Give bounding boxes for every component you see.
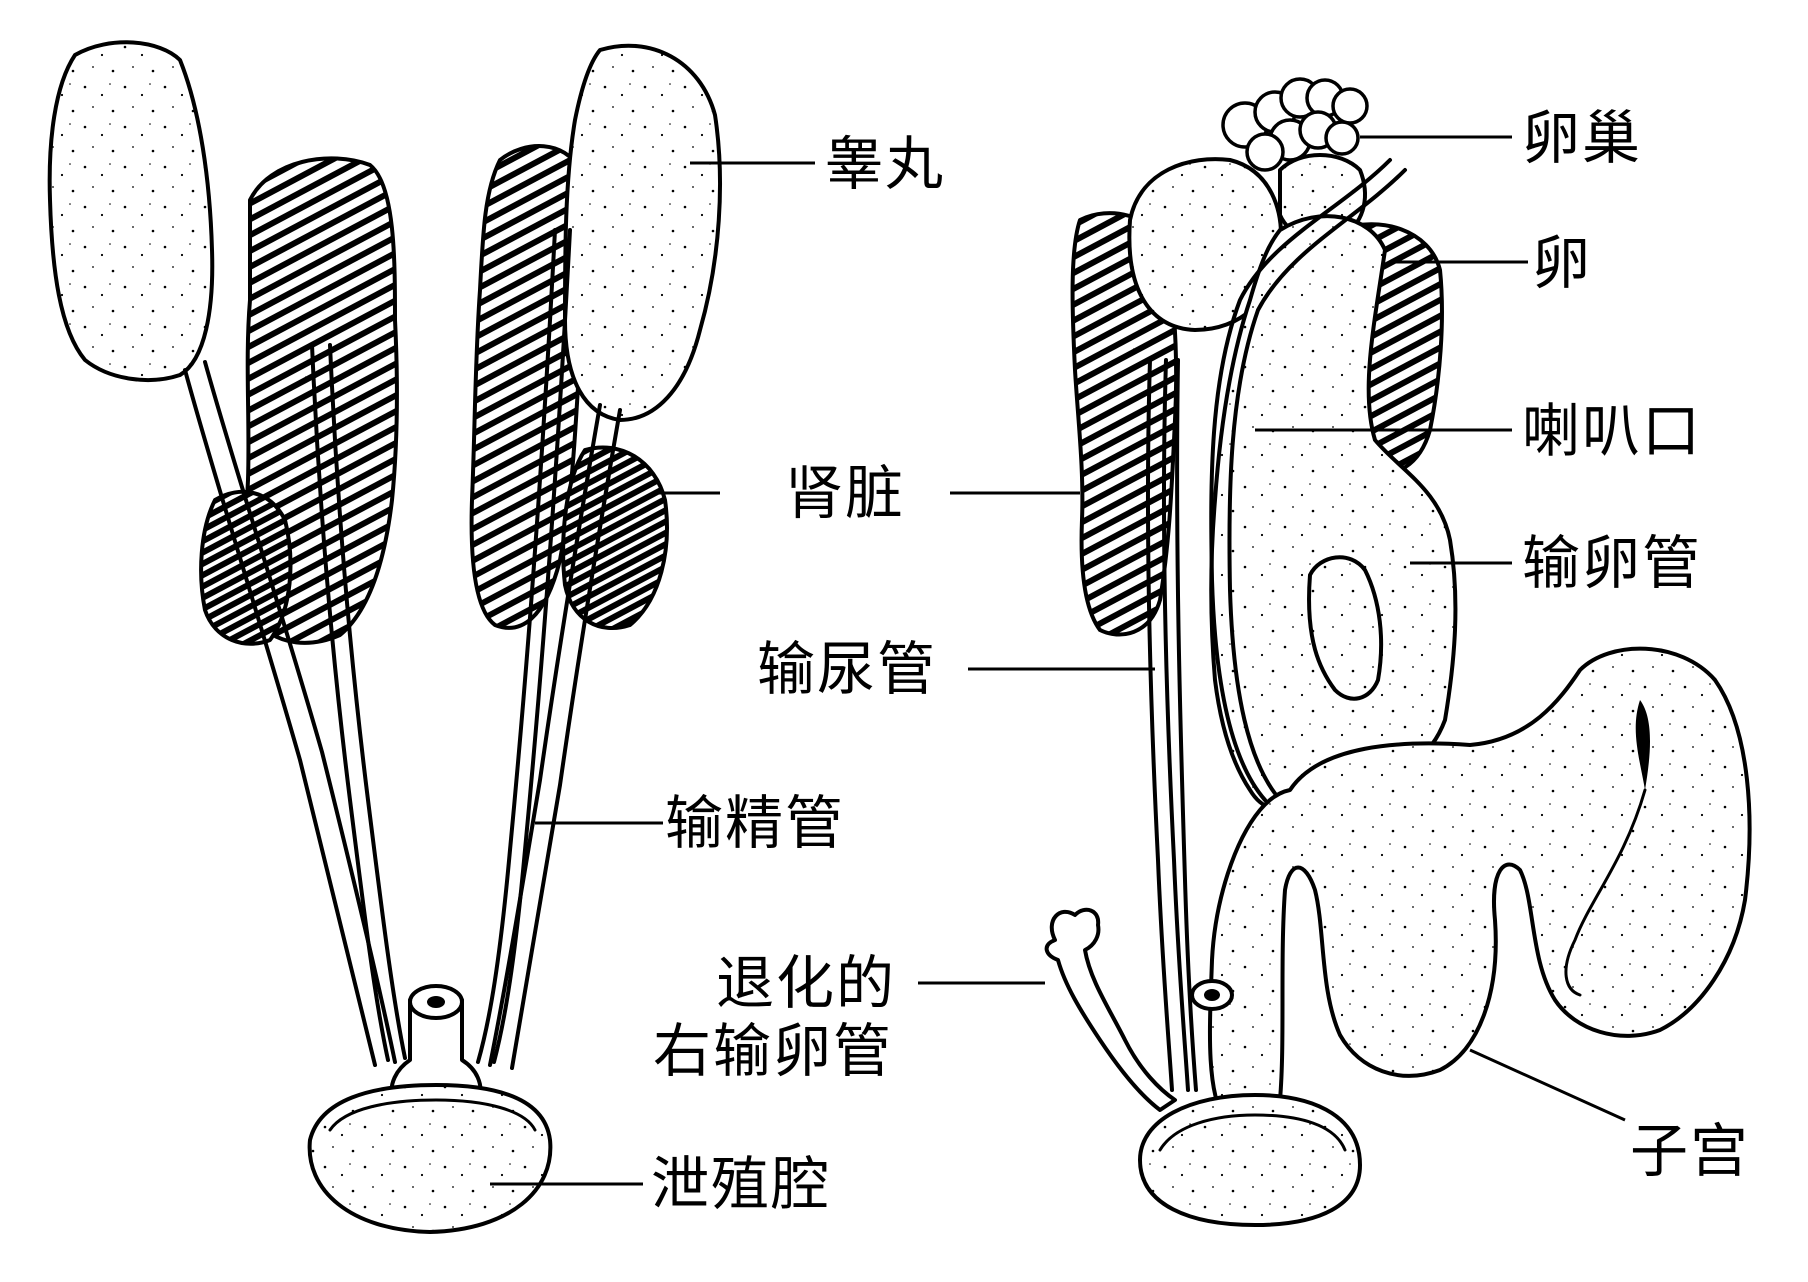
label-egg: 卵 [1532,229,1593,297]
male-vas-right-inner [510,408,622,1070]
label-vestigial-line2: 右输卵管 [653,1017,894,1085]
label-oviduct: 输卵管 [1522,529,1703,597]
label-kidney: 肾脏 [785,459,906,527]
label-infundibulum: 喇叭口 [1522,397,1703,465]
male-cloaca [307,1083,553,1234]
male-left-testis [47,40,215,382]
female-vestigial-oviduct [1044,907,1177,1112]
female-ovary [1221,77,1369,172]
male-ureter-right-inner [492,228,572,1064]
leader-lines [490,135,1626,1186]
male-vas-left-outer [183,368,377,1067]
male-ureter-left-outer [310,343,390,1062]
female-uterus-inner-line [1564,788,1647,997]
female-cloaca [1138,1093,1362,1227]
leader-uterus [1469,1048,1626,1122]
male-ureter-left-inner [328,343,407,1060]
female-system [1044,77,1752,1227]
male-ureter-right-outer [476,228,557,1064]
male-cloaca-neck-hole [427,996,445,1008]
label-testis: 睾丸 [825,130,946,198]
female-oviduct-loop [1307,555,1384,701]
male-vas-left-inner [203,360,397,1064]
label-cloaca: 泄殖腔 [651,1150,832,1218]
female-cloaca-inner [1158,1113,1347,1152]
female-ureter2-outer [1175,358,1198,1092]
label-ovary: 卵巢 [1522,104,1643,172]
male-cloaca-inner [328,1098,537,1132]
female-oviduct-thin-inner [1227,168,1407,804]
male-system [47,40,722,1234]
male-left-kidney-lower [199,489,293,646]
label-ureter: 输尿管 [757,635,938,703]
male-vas-right-outer [488,403,602,1067]
label-uterus: 子宫 [1630,1117,1751,1185]
female-uterus-inner-curl [1635,700,1650,790]
female-oviduct-thin-outer [1209,158,1392,802]
label-vestigial-line1: 退化的 [716,949,897,1017]
female-ureter-outer [1146,358,1174,1092]
male-right-testis [563,43,722,422]
female-ureter-inner [1162,358,1190,1092]
label-vas-deferens: 输精管 [665,789,846,857]
